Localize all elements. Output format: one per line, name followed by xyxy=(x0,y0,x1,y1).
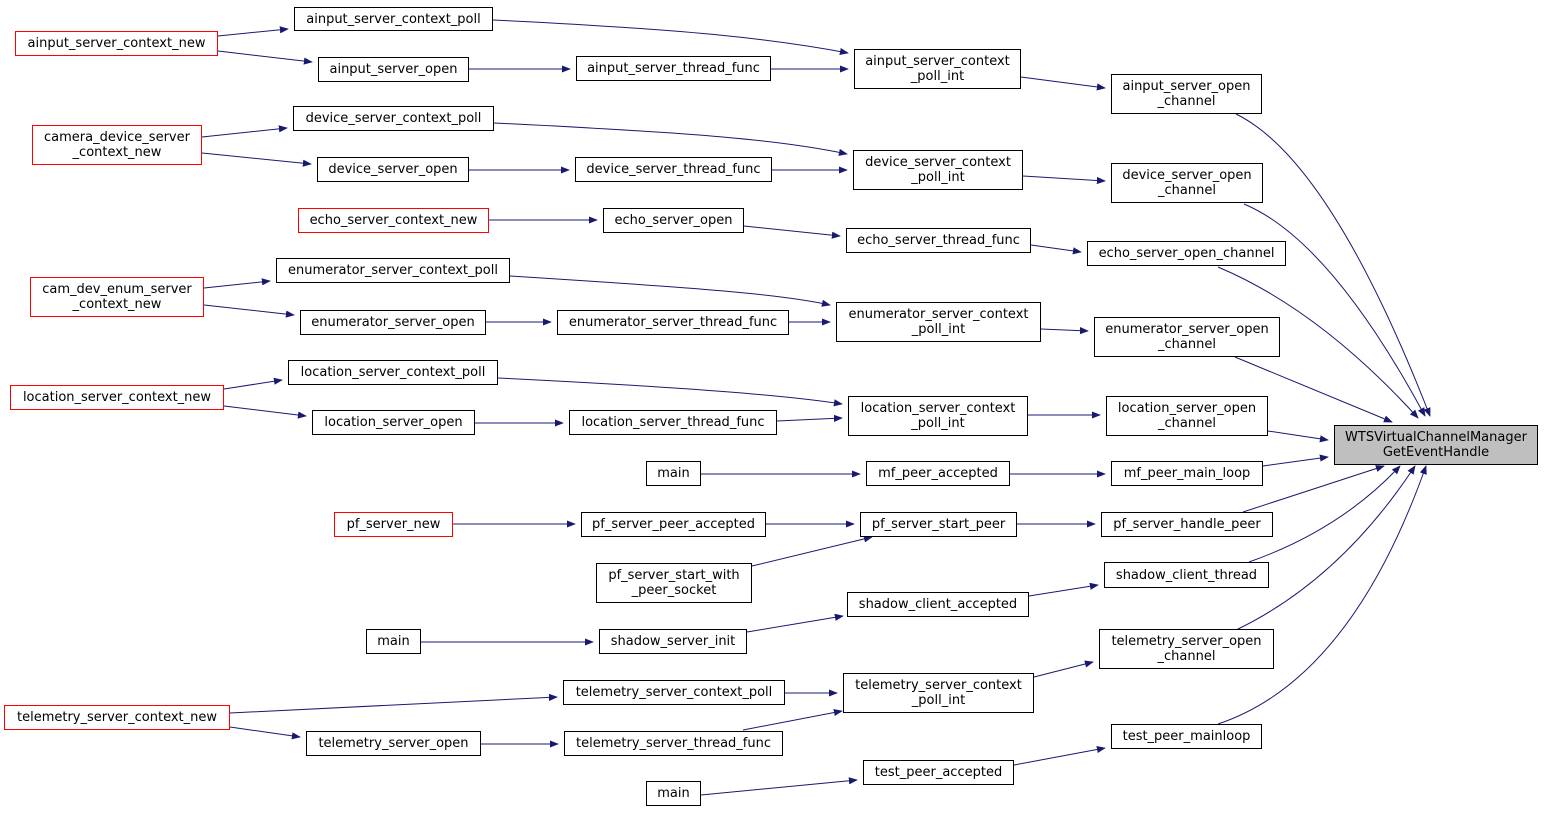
node-main_1[interactable]: main xyxy=(646,461,701,486)
node-main_3[interactable]: main xyxy=(646,781,701,806)
node-pf_server_new[interactable]: pf_server_new xyxy=(334,512,453,537)
node-test_peer_accepted[interactable]: test_peer_accepted xyxy=(863,760,1014,785)
call-edge xyxy=(217,26,289,37)
node-echo_server_context_new[interactable]: echo_server_context_new xyxy=(298,208,489,233)
node-root: WTSVirtualChannelManager GetEventHandle xyxy=(1334,425,1538,465)
call-edge xyxy=(229,693,558,714)
call-edge xyxy=(492,19,849,56)
node-enumerator_server_context_poll_int[interactable]: enumerator_server_context _poll_int xyxy=(836,302,1041,342)
node-ainput_server_open[interactable]: ainput_server_open xyxy=(318,57,469,82)
node-location_server_context_poll[interactable]: location_server_context_poll xyxy=(288,360,498,385)
node-ainput_server_context_poll_int[interactable]: ainput_server_context _poll_int xyxy=(854,49,1021,89)
node-location_server_context_poll_int[interactable]: location_server_context _poll_int xyxy=(848,396,1028,436)
call-edge xyxy=(1033,660,1094,678)
node-telemetry_server_context_poll[interactable]: telemetry_server_context_poll xyxy=(563,680,785,705)
node-cam_dev_enum_server_context_new[interactable]: cam_dev_enum_server _context_new xyxy=(30,277,204,317)
call-edge xyxy=(1235,113,1431,417)
call-edge xyxy=(1267,430,1329,443)
node-test_peer_mainloop[interactable]: test_peer_mainloop xyxy=(1111,724,1262,749)
node-location_server_context_new[interactable]: location_server_context_new xyxy=(10,385,224,410)
call-edge xyxy=(497,377,843,407)
node-device_server_open_channel[interactable]: device_server_open _channel xyxy=(1111,163,1263,203)
node-ainput_server_thread_func[interactable]: ainput_server_thread_func xyxy=(576,56,771,81)
node-enumerator_server_thread_func[interactable]: enumerator_server_thread_func xyxy=(557,310,789,335)
node-echo_server_thread_func[interactable]: echo_server_thread_func xyxy=(846,228,1031,253)
call-edge xyxy=(1040,327,1089,335)
call-edge xyxy=(203,304,295,318)
node-shadow_server_init[interactable]: shadow_server_init xyxy=(599,629,747,654)
node-pf_server_start_peer[interactable]: pf_server_start_peer xyxy=(860,512,1017,537)
node-location_server_open[interactable]: location_server_open xyxy=(312,410,475,435)
call-edge xyxy=(509,275,831,307)
node-telemetry_server_open_channel[interactable]: telemetry_server_open _channel xyxy=(1099,629,1274,669)
call-edge xyxy=(201,125,288,138)
call-edge xyxy=(1028,582,1099,597)
node-enumerator_server_context_poll[interactable]: enumerator_server_context_poll xyxy=(276,258,510,283)
node-device_server_context_poll_int[interactable]: device_server_context _poll_int xyxy=(853,150,1023,190)
node-mf_peer_main_loop[interactable]: mf_peer_main_loop xyxy=(1111,461,1263,486)
call-edge xyxy=(201,152,312,167)
call-edge xyxy=(1243,203,1426,417)
node-echo_server_open_channel[interactable]: echo_server_open_channel xyxy=(1087,241,1286,266)
call-edge xyxy=(1262,454,1329,467)
node-pf_server_peer_accepted[interactable]: pf_server_peer_accepted xyxy=(581,512,766,537)
node-shadow_client_accepted[interactable]: shadow_client_accepted xyxy=(847,592,1029,617)
call-edge xyxy=(217,50,313,65)
call-edge xyxy=(493,122,848,156)
node-mf_peer_accepted[interactable]: mf_peer_accepted xyxy=(866,461,1010,486)
call-edge xyxy=(776,414,843,422)
call-edge xyxy=(1020,76,1106,91)
node-pf_server_handle_peer[interactable]: pf_server_handle_peer xyxy=(1101,512,1273,537)
call-edge xyxy=(1248,465,1401,563)
node-ainput_server_open_channel[interactable]: ainput_server_open _channel xyxy=(1111,74,1262,114)
node-camera_device_server_context_new[interactable]: camera_device_server _context_new xyxy=(32,125,202,165)
node-device_server_thread_func[interactable]: device_server_thread_func xyxy=(575,157,772,182)
call-edge xyxy=(746,613,844,633)
call-edge xyxy=(1235,465,1416,631)
node-enumerator_server_open_channel[interactable]: enumerator_server_open _channel xyxy=(1094,317,1280,357)
call-edge xyxy=(700,777,858,796)
call-edge xyxy=(223,377,283,390)
call-edge xyxy=(1234,356,1393,423)
node-echo_server_open[interactable]: echo_server_open xyxy=(603,208,744,233)
node-shadow_client_thread[interactable]: shadow_client_thread xyxy=(1104,562,1269,588)
call-edge xyxy=(742,708,843,731)
node-ainput_server_context_new[interactable]: ainput_server_context_new xyxy=(15,31,218,56)
node-main_2[interactable]: main xyxy=(366,629,421,654)
call-edge xyxy=(229,726,301,740)
node-enumerator_server_open[interactable]: enumerator_server_open xyxy=(300,310,486,335)
call-edge xyxy=(1030,244,1082,255)
node-device_server_open[interactable]: device_server_open xyxy=(317,157,469,182)
node-pf_server_start_with_peer_socket[interactable]: pf_server_start_with _peer_socket xyxy=(596,563,752,603)
node-ainput_server_context_poll[interactable]: ainput_server_context_poll xyxy=(294,7,493,31)
call-edge xyxy=(203,278,271,289)
call-edge xyxy=(1022,175,1106,185)
call-edge xyxy=(1242,465,1385,513)
node-device_server_context_poll[interactable]: device_server_context_poll xyxy=(293,106,494,131)
call-edge xyxy=(223,405,307,419)
node-telemetry_server_context_new[interactable]: telemetry_server_context_new xyxy=(4,705,230,730)
call-edge xyxy=(751,535,873,567)
node-location_server_open_channel[interactable]: location_server_open _channel xyxy=(1106,396,1268,436)
call-edge xyxy=(1217,266,1419,419)
call-edge xyxy=(1013,745,1106,766)
node-location_server_thread_func[interactable]: location_server_thread_func xyxy=(569,410,777,435)
call-edge xyxy=(743,225,841,239)
node-telemetry_server_open[interactable]: telemetry_server_open xyxy=(306,731,481,756)
call-edge xyxy=(1217,465,1427,725)
node-telemetry_server_context_poll_int[interactable]: telemetry_server_context _poll_int xyxy=(843,673,1034,713)
node-telemetry_server_thread_func[interactable]: telemetry_server_thread_func xyxy=(564,731,783,756)
